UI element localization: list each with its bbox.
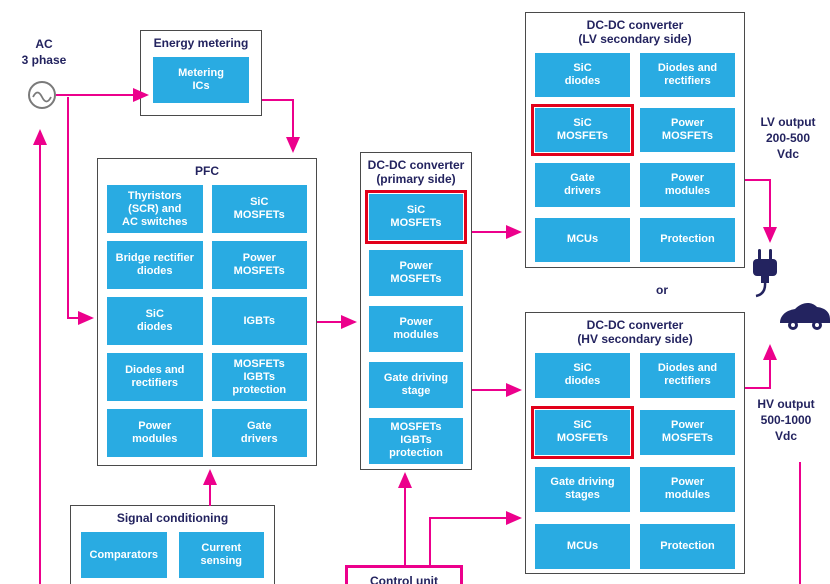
block-mcus[interactable]: MCUs <box>535 217 630 262</box>
block-power-modules[interactable]: Power modules <box>107 409 203 458</box>
block-power-modules[interactable]: Power modules <box>640 466 735 512</box>
pfc-title: PFC <box>195 164 219 178</box>
block-sic-diodes[interactable]: SiC diodes <box>107 297 203 346</box>
block-diodes-and-rectifiers[interactable]: Diodes and rectifiers <box>107 353 203 402</box>
block-mosfets-igbts-protection[interactable]: MOSFETs IGBTs protection <box>211 353 307 402</box>
block-sic-diodes[interactable]: SiC diodes <box>535 352 630 398</box>
block-diodes-and-rectifiers[interactable]: Diodes and rectifiers <box>640 52 735 97</box>
car-icon <box>780 303 830 330</box>
block-power-mosfets[interactable]: Power MOSFETs <box>640 409 735 455</box>
block-mcus[interactable]: MCUs <box>535 523 630 569</box>
dcdc-primary-section: DC-DC converter (primary side) SiC MOSFE… <box>360 152 472 470</box>
lv-output-label: LV output 200-500 Vdc <box>760 115 816 162</box>
block-gate-drivers[interactable]: Gate drivers <box>535 162 630 207</box>
energy-metering-section: Energy metering Metering ICs <box>140 30 262 116</box>
energy-metering-title: Energy metering <box>153 36 249 50</box>
block-mosfets-igbts-protection[interactable]: MOSFETs IGBTs protection <box>369 417 463 464</box>
block-metering-ics[interactable]: Metering ICs <box>153 57 249 104</box>
block-power-modules[interactable]: Power modules <box>369 305 463 352</box>
block-gate-driving-stage[interactable]: Gate driving stage <box>369 361 463 408</box>
block-sic-mosfets-highlighted[interactable]: SiC MOSFETs <box>365 189 467 244</box>
dcdc-hv-section: DC-DC converter (HV secondary side) SiC … <box>525 312 745 574</box>
block-gate-driving-stages[interactable]: Gate driving stages <box>535 466 630 512</box>
block-comparators[interactable]: Comparators <box>81 532 167 579</box>
plug-icon <box>753 249 777 298</box>
block-power-mosfets[interactable]: Power MOSFETs <box>211 241 307 290</box>
block-sic-mosfets-highlighted[interactable]: SiC MOSFETs <box>531 405 634 459</box>
block-power-mosfets[interactable]: Power MOSFETs <box>640 107 735 152</box>
block-sic-diodes[interactable]: SiC diodes <box>535 52 630 97</box>
block-bridge-rectifier-diodes[interactable]: Bridge rectifier diodes <box>107 241 203 290</box>
block-thyristors-scr-ac-switches[interactable]: Thyristors (SCR) and AC switches <box>107 185 203 234</box>
block-gate-drivers[interactable]: Gate drivers <box>211 409 307 458</box>
signal-conditioning-title: Signal conditioning <box>116 511 229 525</box>
block-power-modules[interactable]: Power modules <box>640 162 735 207</box>
block-sic-mosfets[interactable]: SiC MOSFETs <box>211 185 307 234</box>
block-current-sensing[interactable]: Current sensing <box>178 532 264 579</box>
control-title: Control unit <box>370 574 438 584</box>
block-protection[interactable]: Protection <box>640 217 735 262</box>
hv-output-label: HV output 500-1000 Vdc <box>757 397 815 444</box>
dcdc-lv-title: DC-DC converter (LV secondary side) <box>578 18 692 47</box>
pfc-section: PFC Thyristors (SCR) and AC switches SiC… <box>97 158 317 466</box>
dcdc-primary-title: DC-DC converter (primary side) <box>367 158 465 187</box>
ac-source-icon <box>28 81 56 109</box>
signal-conditioning-section: Signal conditioning Comparators Current … <box>70 505 275 584</box>
block-igbts[interactable]: IGBTs <box>211 297 307 346</box>
dcdc-lv-section: DC-DC converter (LV secondary side) SiC … <box>525 12 745 268</box>
block-protection[interactable]: Protection <box>640 523 735 569</box>
control-section: Control unit <box>345 565 463 584</box>
block-power-mosfets[interactable]: Power MOSFETs <box>369 249 463 296</box>
ac-source-label: AC 3 phase <box>21 37 67 68</box>
or-label: or <box>656 283 668 297</box>
dcdc-hv-title: DC-DC converter (HV secondary side) <box>577 318 693 347</box>
block-sic-mosfets-highlighted[interactable]: SiC MOSFETs <box>531 103 634 156</box>
block-diodes-and-rectifiers[interactable]: Diodes and rectifiers <box>640 352 735 398</box>
